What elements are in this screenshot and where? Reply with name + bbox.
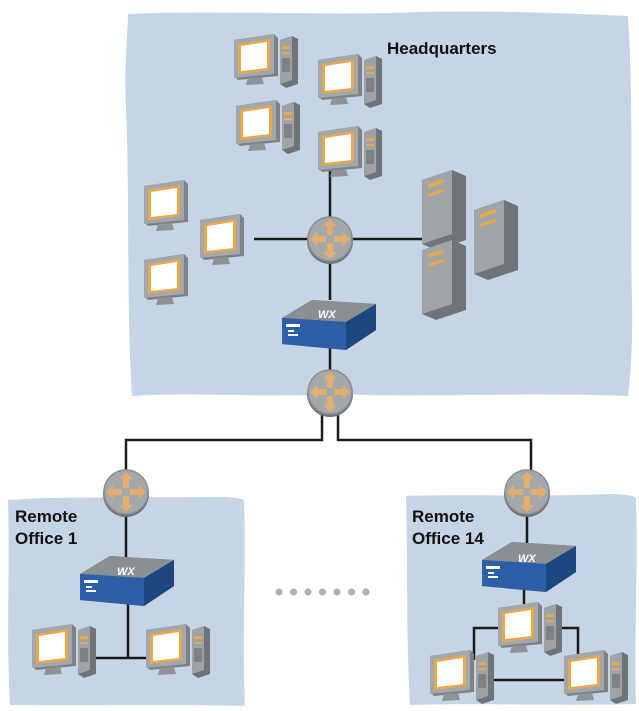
ellipsis-dots	[275, 588, 370, 596]
remote-office-1-router-icon	[102, 469, 150, 518]
remote-office-1-wx-label: WX	[117, 566, 135, 578]
hq-edge-router-icon	[306, 369, 354, 418]
ellipsis-dot	[362, 588, 370, 596]
ellipsis-dot	[304, 588, 312, 596]
remote-office-1-label-line1: Remote	[15, 507, 77, 526]
hq-wx-label: WX	[318, 309, 336, 321]
ellipsis-dot	[275, 588, 283, 596]
remote-office-14-label-line1: Remote	[412, 507, 474, 526]
ellipsis-dot	[347, 588, 356, 596]
headquarters-label: Headquarters	[387, 39, 497, 58]
remote-office-14-label-line2: Office 14	[412, 529, 484, 548]
hq-core-router-icon	[306, 216, 354, 265]
hq-server-2	[474, 200, 518, 280]
remote-office-14-router-icon	[503, 469, 551, 518]
ellipsis-dot	[318, 588, 327, 596]
ellipsis-dot	[289, 588, 298, 596]
ellipsis-dot	[333, 588, 341, 596]
hq-server-3	[422, 240, 466, 320]
hq-server-1	[422, 170, 466, 250]
remote-office-1-label-line2: Office 1	[15, 529, 77, 548]
remote-office-14-wx-label: WX	[518, 553, 536, 565]
